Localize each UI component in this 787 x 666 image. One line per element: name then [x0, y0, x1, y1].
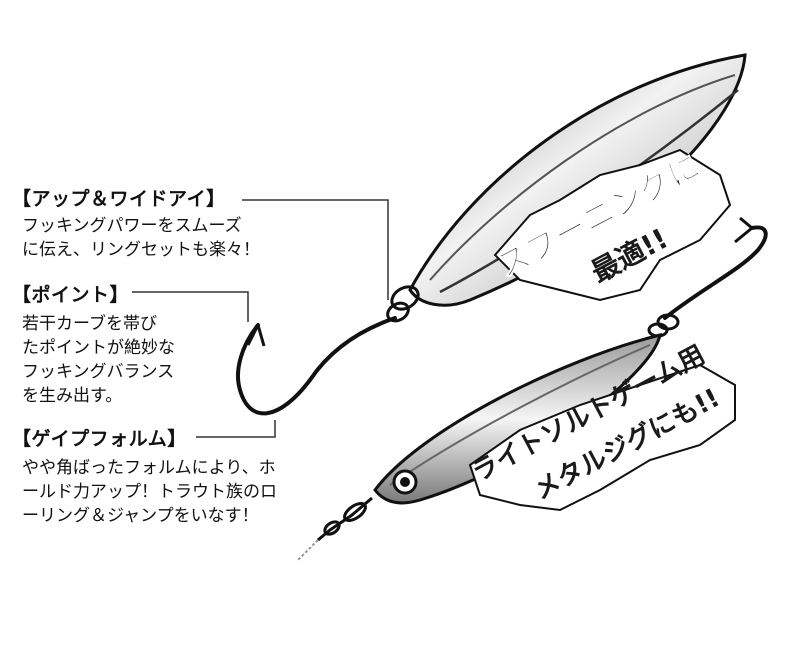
feature-heading-gape-form: 【ゲイプフォルム】 [12, 428, 187, 450]
feature-body-point: 若干カーブを帯び たポイントが絶妙な フッキングバランス を生み出す。 [22, 314, 175, 406]
hook-left [236, 316, 397, 416]
feature-body-up-wide-eye: フッキングパワーをスムーズ に伝え、リングセットも楽々！ [22, 216, 260, 260]
feature-heading-point: 【ポイント】 [12, 284, 130, 306]
spoon-lure [408, 53, 747, 307]
spooning-callout-shape [493, 148, 732, 302]
feature-body-gape-form: やや角ばったフォルムにより、ホ ールド力アップ！トラウト族のロ ーリング＆ジャン… [22, 458, 277, 526]
spoon-split-ring [386, 285, 420, 323]
feature-heading-up-wide-eye: 【アップ＆ワイドアイ】 [12, 188, 226, 210]
leader-lines [132, 199, 389, 438]
snap-swivel [297, 496, 373, 561]
metal-jig [373, 332, 662, 505]
lightsalt-callout-shape [468, 363, 736, 512]
hook-right [647, 216, 768, 338]
